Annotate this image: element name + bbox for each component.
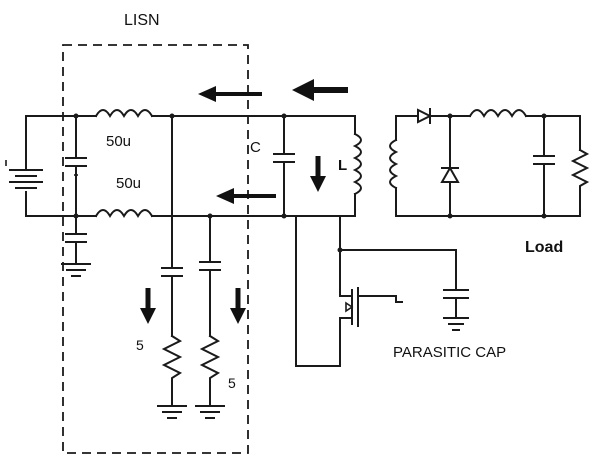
arrow-down-left: [140, 288, 156, 324]
load-resistor: [570, 115, 590, 217]
ground-symbol-1: [61, 263, 91, 277]
arrow-down-c: [310, 156, 326, 192]
inductor-top: [94, 109, 154, 118]
return-loop-wire: [295, 215, 341, 367]
lisn-label: LISN: [124, 12, 160, 29]
output-diode: [417, 108, 433, 124]
output-inductor: [468, 109, 528, 118]
freewheel-diode: [440, 115, 460, 217]
arrow-left-top: [198, 86, 262, 102]
switch-node-wire: [339, 215, 457, 291]
parasitic-capacitor: [443, 289, 469, 331]
arrow-left-large: [292, 79, 348, 101]
junction-dots: [73, 113, 547, 253]
inductor-top-label: 50u: [106, 133, 131, 150]
capacitor-c-label: C: [250, 139, 261, 156]
ground-capacitor: [65, 215, 87, 265]
inductor-l-label: L: [338, 157, 347, 174]
input-capacitor: [65, 115, 87, 217]
inductor-bottom-label: 50u: [116, 175, 141, 192]
resistor-left-label: 5: [136, 337, 144, 353]
battery-source: [5, 115, 43, 217]
lisn-branch-right: [199, 215, 221, 407]
resistor-right-label: 5: [228, 375, 236, 391]
ground-symbol-2: [157, 405, 187, 419]
ground-symbol-3: [195, 405, 225, 419]
inductor-bottom: [94, 209, 154, 218]
arrow-down-right: [230, 288, 246, 324]
capacitor-c: [273, 115, 295, 217]
transformer-primary: [352, 115, 362, 217]
arrow-left-mid: [216, 188, 276, 204]
parasitic-cap-label: PARASITIC CAP: [393, 344, 506, 361]
transformer-secondary: [389, 115, 399, 217]
output-capacitor: [533, 115, 555, 217]
mosfet-switch: [339, 281, 403, 335]
load-label: Load: [525, 239, 563, 256]
lisn-boundary: [62, 44, 249, 454]
lisn-branch-left: [161, 115, 183, 407]
